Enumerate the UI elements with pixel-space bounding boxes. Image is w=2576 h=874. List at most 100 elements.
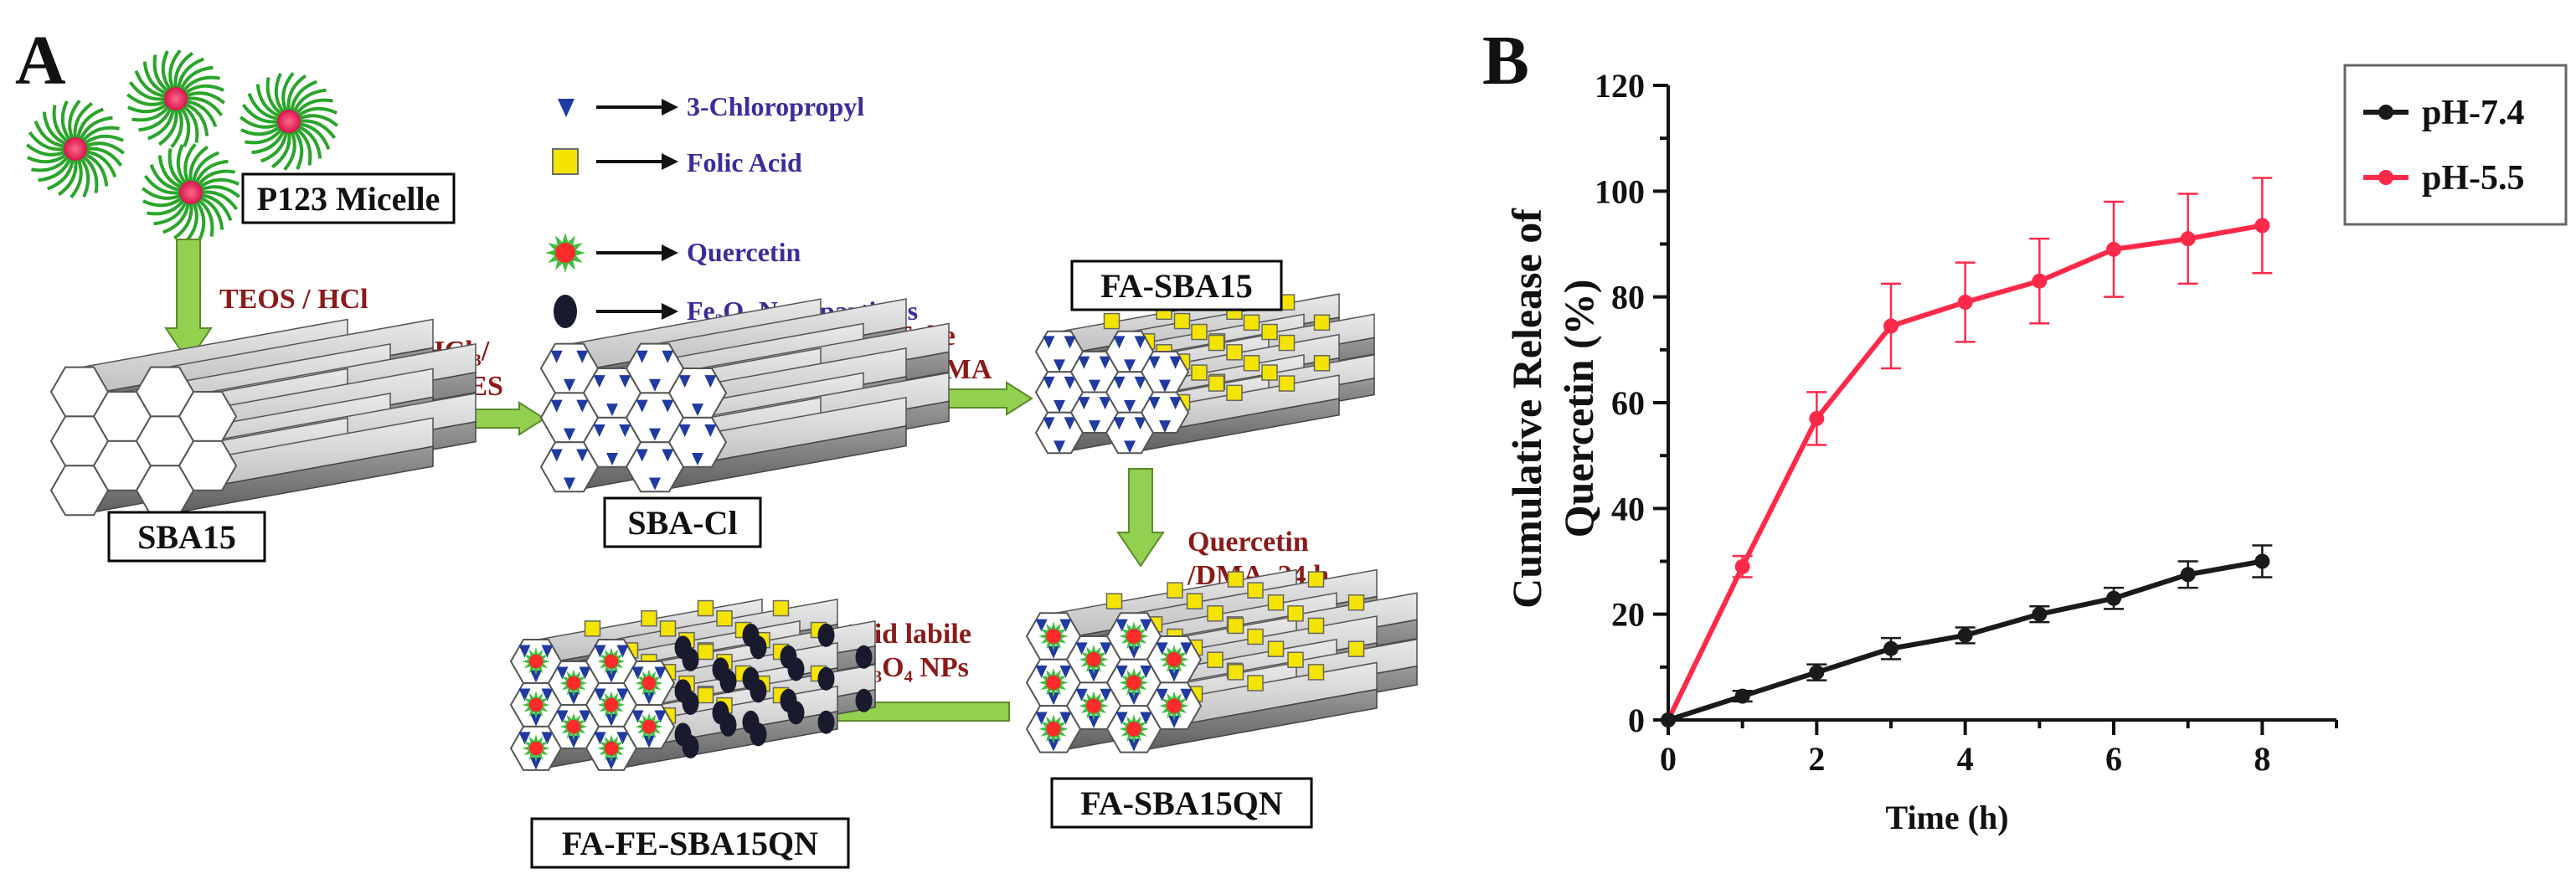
legend-chloropropyl: 3-Chloropropyl	[687, 91, 864, 121]
quercetin-mark	[1038, 621, 1069, 651]
sba15-label-box	[107, 511, 266, 563]
data-point	[1734, 688, 1750, 704]
folic-acid-mark	[1186, 593, 1203, 609]
fe3o4-mark	[817, 710, 835, 734]
micelle-label: P123 Micelle	[257, 180, 440, 218]
folic-acid-mark	[1347, 640, 1365, 657]
data-point	[1734, 558, 1750, 574]
fe3o4-mark	[855, 688, 873, 712]
folic-acid-mark	[1307, 617, 1325, 635]
legend-label: pH-7.4	[2422, 94, 2525, 132]
series-pH-7.4	[1661, 544, 2273, 727]
folic-acid-mark	[1313, 355, 1331, 372]
quercetin-mark	[522, 647, 550, 676]
data-point	[2254, 218, 2270, 234]
fa-fe-sba15qn-label-box	[530, 817, 850, 869]
quercetin-mark	[1119, 667, 1149, 698]
folic-acid-mark	[1278, 375, 1296, 392]
data-point	[2032, 273, 2048, 289]
folic-acid-mark	[772, 599, 790, 617]
y-tick-label: 20	[1611, 596, 1645, 634]
pore-face	[1065, 635, 1122, 684]
legend-arrow	[596, 303, 678, 320]
folic-acid-mark	[1191, 364, 1208, 381]
pore-face	[622, 704, 676, 749]
pore-face	[667, 368, 728, 419]
folic-acid-mark	[1261, 323, 1278, 341]
quercetin-mark	[597, 734, 626, 763]
fe3o4-mark	[787, 657, 805, 681]
pore-face	[539, 441, 600, 493]
quercetin-mark	[559, 712, 588, 741]
quercetin-mark	[597, 647, 626, 676]
folic-acid-mark	[1247, 675, 1264, 691]
pore-face	[1025, 705, 1082, 753]
fa-sba15qn-label-box	[1050, 777, 1313, 829]
folic-acid-mark	[1243, 355, 1260, 372]
fe3o4-mark	[750, 722, 767, 747]
folic-acid-mark	[659, 620, 677, 637]
folic-acid-mark	[1207, 651, 1224, 668]
sba-cl-label: SBA-Cl	[627, 504, 737, 542]
pore-face	[1025, 658, 1082, 707]
chart-series	[1661, 177, 2273, 727]
pore-face	[667, 416, 728, 468]
fe3o4-mark	[682, 734, 699, 758]
quercetin-mark	[1159, 645, 1189, 675]
quercetin-mark	[1119, 621, 1149, 651]
folic-acid-mark	[1261, 364, 1278, 381]
fa-fe-sba15qn-structure	[509, 599, 876, 771]
fe3o4-mark	[682, 691, 699, 715]
quercetin-mark	[1159, 691, 1189, 721]
sba-cl-label-box	[603, 496, 762, 548]
folic-acid-mark	[1167, 582, 1183, 599]
quercetin-mark	[559, 669, 588, 697]
folic-acid-mark	[1227, 617, 1244, 635]
folic-acid-mark	[1247, 628, 1264, 645]
data-point	[1809, 410, 1825, 426]
data-point	[2180, 231, 2196, 247]
micelle	[126, 49, 226, 149]
micelle	[25, 99, 126, 199]
data-point	[1809, 665, 1825, 681]
y-tick-label: 60	[1611, 384, 1645, 422]
data-point	[2032, 606, 2048, 622]
fa-sba15qn-structure	[1025, 568, 1418, 753]
quercetin-mark	[1079, 645, 1109, 675]
y-axis-label-line2: Quercetin (%)	[1555, 280, 1602, 538]
data-point	[1883, 318, 1899, 334]
pore-face	[1146, 681, 1203, 730]
pore-face	[509, 725, 563, 771]
pore-face	[1146, 635, 1203, 684]
series-pH-5.5	[1661, 177, 2273, 727]
micelle-label-box	[241, 172, 456, 224]
y-tick-label: 120	[1595, 67, 1645, 105]
fe3o4-mark	[719, 669, 737, 693]
pore-face	[1140, 391, 1190, 434]
folic-acid-mark	[584, 620, 601, 637]
pore-face	[582, 368, 642, 419]
fe3o4-mark	[750, 679, 767, 703]
data-point	[1957, 627, 1973, 643]
data-point	[2106, 590, 2121, 606]
x-tick-label: 4	[1957, 740, 1974, 778]
folic-acid-mark	[1278, 334, 1296, 352]
folic-acid-mark	[1247, 582, 1264, 599]
y-tick-label: 100	[1595, 172, 1645, 210]
folic-acid-mark	[1227, 664, 1244, 681]
legend-quercetin: Quercetin	[687, 237, 801, 267]
data-point	[1661, 712, 1676, 727]
chart-legend: pH-7.4pH-5.5	[2343, 64, 2568, 226]
folic-acid-mark	[1173, 312, 1191, 330]
y-axis-label-line1: Cumulative Release of	[1503, 208, 1550, 609]
fa-sba15qn-label: FA-SBA15QN	[1080, 784, 1283, 822]
micelle-cluster	[25, 49, 339, 243]
data-point	[2106, 241, 2121, 257]
y-tick-label: 80	[1611, 279, 1645, 316]
quercetin-mark	[1038, 714, 1069, 744]
scheme-legend: 3-Chloropropyl Folic Acid Quercetin Fe₃O…	[545, 91, 918, 328]
folic-acid-mark	[1267, 594, 1285, 611]
fe3o4-mark	[855, 645, 873, 669]
x-tick-label: 6	[2105, 740, 2122, 778]
